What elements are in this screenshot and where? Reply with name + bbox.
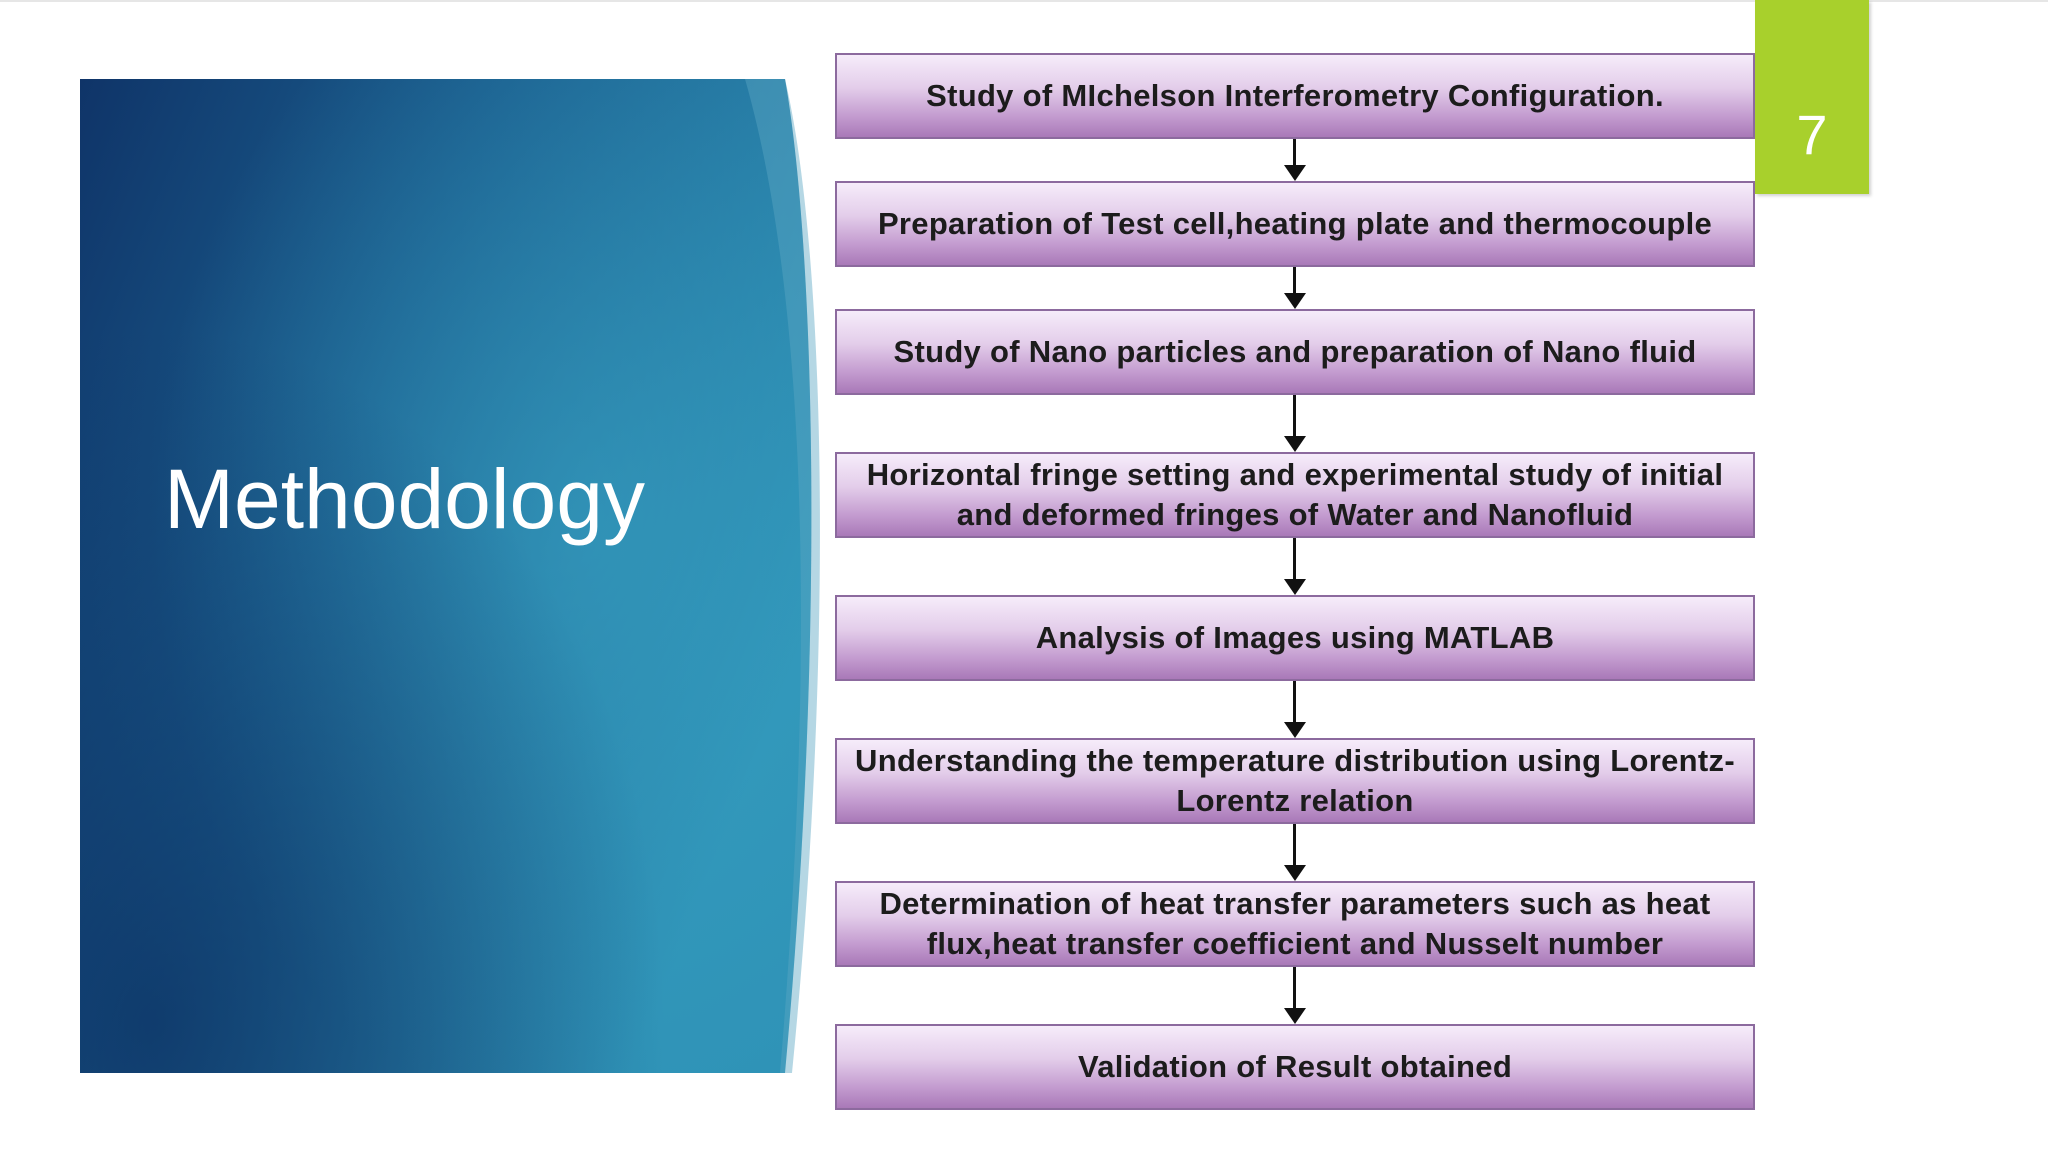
flow-step-5: Analysis of Images using MATLAB: [835, 595, 1755, 681]
flow-arrow-5: [1283, 681, 1307, 738]
flow-step-5-text: Analysis of Images using MATLAB: [1035, 620, 1555, 655]
flow-step-4: Horizontal fringe setting and experiment…: [835, 452, 1755, 538]
flow-step-3: Study of Nano particles and preparation …: [835, 309, 1755, 395]
flow-step-2-text: Preparation of Test cell,heating plate a…: [877, 206, 1713, 241]
flow-arrow-1: [1283, 139, 1307, 181]
flow-step-4-text: Horizontal fringe setting and experiment…: [866, 457, 1724, 532]
page-number-tab: 7: [1755, 0, 1869, 194]
flow-step-3-text: Study of Nano particles and preparation …: [893, 334, 1697, 369]
flow-arrow-2: [1283, 267, 1307, 309]
flow-step-6: Understanding the temperature distributi…: [835, 738, 1755, 824]
flow-step-7: Determination of heat transfer parameter…: [835, 881, 1755, 967]
flow-step-1: Study of MIchelson Interferometry Config…: [835, 53, 1755, 139]
flow-step-8-text: Validation of Result obtained: [1077, 1049, 1513, 1084]
title-panel: Methodology: [80, 79, 840, 1073]
flow-arrow-4: [1283, 538, 1307, 595]
flow-step-2: Preparation of Test cell,heating plate a…: [835, 181, 1755, 267]
flow-step-8: Validation of Result obtained: [835, 1024, 1755, 1110]
title-panel-background: [80, 79, 820, 1073]
flow-step-6-text: Understanding the temperature distributi…: [855, 743, 1735, 818]
flow-arrow-3: [1283, 395, 1307, 452]
flow-step-1-text: Study of MIchelson Interferometry Config…: [926, 78, 1664, 113]
page-number: 7: [1796, 103, 1828, 166]
flow-arrow-6: [1283, 824, 1307, 881]
flow-step-7-text: Determination of heat transfer parameter…: [879, 886, 1711, 961]
flow-arrow-7: [1283, 967, 1307, 1024]
top-divider: [0, 0, 2048, 2]
slide-title: Methodology: [164, 452, 645, 546]
